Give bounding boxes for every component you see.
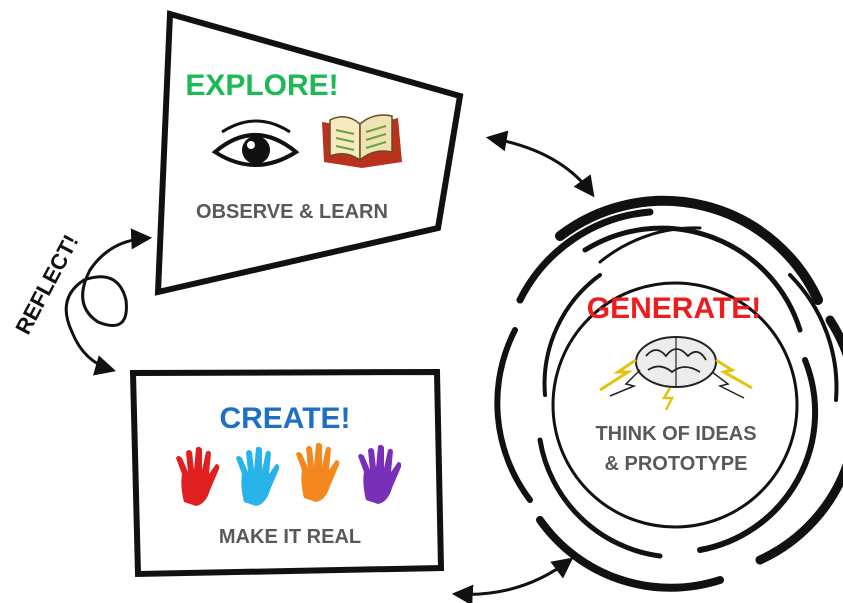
create-subtitle: MAKE IT REAL [219, 526, 361, 548]
create-panel: CREATE! MAKE IT REAL [129, 368, 445, 578]
create-frame [129, 368, 445, 578]
swirl-ring [494, 195, 843, 592]
generate-panel: GENERATE! THINK OF IDEAS & PROTOTYPE [494, 195, 843, 592]
explore-generate-arrow [485, 130, 595, 198]
create-title: CREATE! [219, 402, 350, 435]
cyan-hand-icon [236, 446, 280, 506]
explore-panel: EXPLORE! OBSERVE & LEARN [154, 10, 464, 296]
create-generate-arrow [451, 557, 574, 603]
generate-line2: & PROTOTYPE [605, 453, 748, 475]
orange-hand-icon [296, 442, 340, 502]
generate-title: GENERATE! [587, 292, 761, 325]
brain-lightning-icon [599, 336, 753, 411]
explore-title: EXPLORE! [185, 69, 338, 102]
eye-icon [211, 119, 300, 167]
purple-hand-icon [358, 444, 402, 504]
explore-subtitle: OBSERVE & LEARN [196, 201, 388, 223]
reflect-label: REFLECT! [10, 231, 83, 339]
explore-frame [154, 10, 464, 296]
red-hand-icon [176, 446, 220, 506]
open-book-icon [322, 114, 402, 168]
reflect-loop-arrow [64, 228, 153, 376]
generate-line1: THINK OF IDEAS [595, 423, 756, 445]
